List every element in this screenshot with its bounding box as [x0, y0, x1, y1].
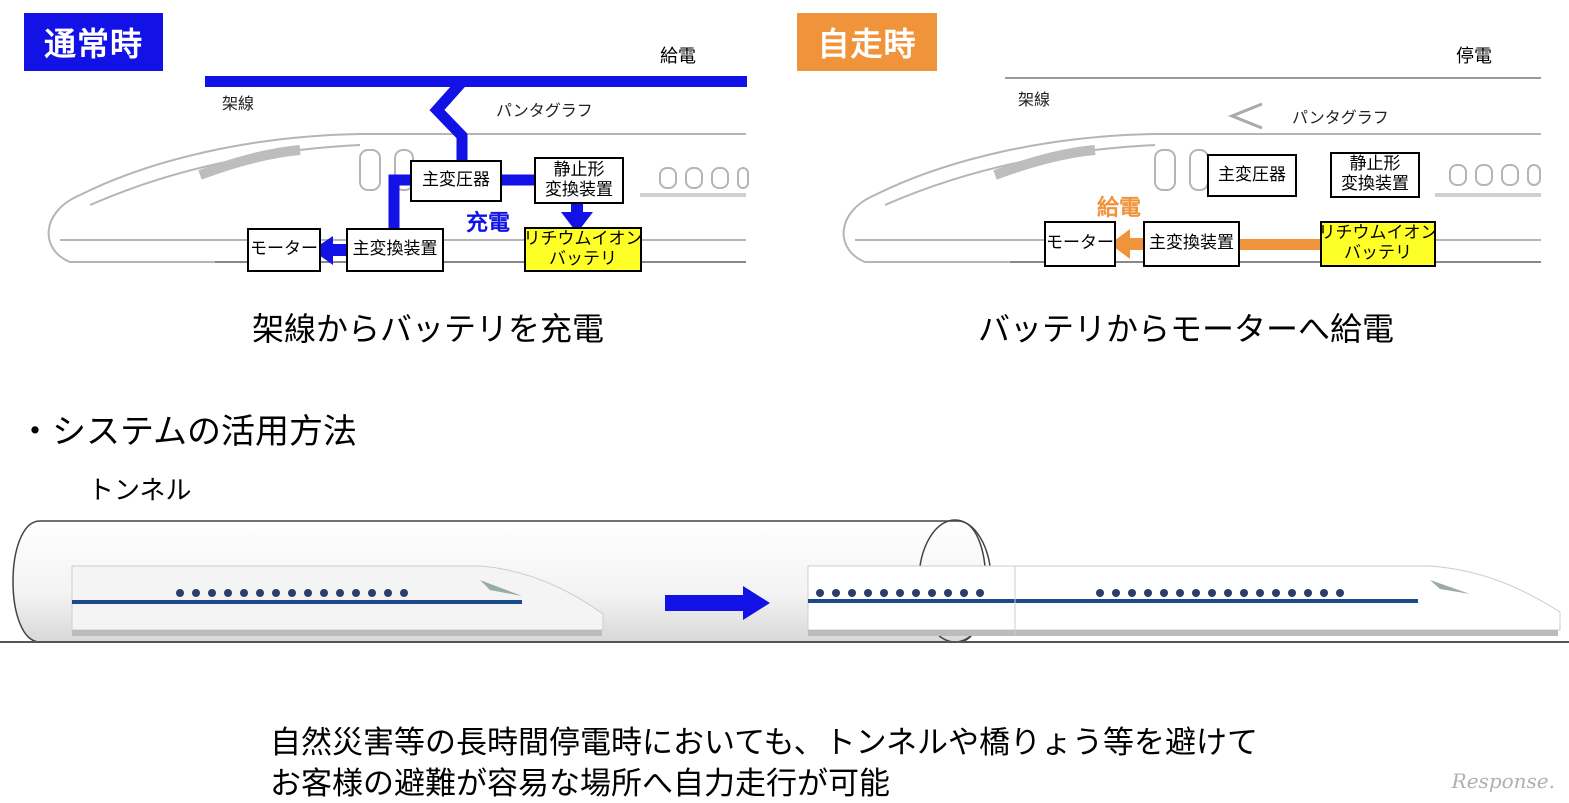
normal-battery-line1: リチウムイオン — [523, 228, 643, 249]
normal-motor-text: モーター — [250, 239, 318, 260]
normal-charge-label: 充電 — [466, 211, 511, 236]
self-caption: バッテリからモーターへ給電 — [978, 310, 1395, 348]
self-motor-text: モーター — [1046, 233, 1114, 254]
self-pantograph-folded — [1227, 102, 1263, 130]
self-battery-box: リチウムイオン バッテリ — [1318, 221, 1438, 267]
self-main-converter-text: 主変換装置 — [1149, 233, 1234, 254]
self-static-converter-box: 静止形 変換装置 — [1330, 152, 1420, 198]
normal-transformer-box: 主変圧器 — [410, 160, 502, 202]
self-motor-arrow — [1110, 229, 1145, 259]
self-transformer-text: 主変圧器 — [1218, 164, 1286, 185]
normal-main-converter-text: 主変換装置 — [352, 239, 438, 260]
normal-pantograph-label: パンタグラフ — [496, 101, 593, 120]
normal-static-converter-box: 静止形 変換装置 — [534, 157, 624, 204]
tunnel-label: トンネル — [88, 476, 192, 506]
normal-transformer-to-converter-line — [388, 174, 410, 232]
normal-mode-tag: 通常時 — [24, 13, 163, 71]
self-overhead-wire-label: 架線 — [1018, 90, 1051, 109]
self-supply-label: 給電 — [1097, 196, 1142, 221]
train-outside-tunnel — [807, 565, 1561, 636]
normal-static-converter-line1: 静止形 — [553, 159, 605, 180]
self-train-nose-stripe — [993, 145, 1096, 180]
normal-static-converter-line2: 変換装置 — [545, 179, 613, 200]
normal-battery-box: リチウムイオン バッテリ — [523, 227, 643, 272]
self-mode-tag: 自走時 — [797, 13, 937, 71]
self-power-status: 停電 — [1456, 46, 1492, 67]
response-watermark-logo: Response. — [1451, 769, 1555, 793]
self-pantograph-label: パンタグラフ — [1292, 108, 1389, 127]
normal-motor-box: モーター — [247, 228, 321, 272]
self-transformer-box: 主変圧器 — [1207, 154, 1297, 197]
normal-power-status: 給電 — [660, 46, 696, 67]
normal-train-nose-stripe — [198, 145, 301, 180]
self-main-converter-box: 主変換装置 — [1143, 221, 1240, 267]
movement-arrow — [665, 586, 770, 620]
train-in-tunnel — [71, 565, 604, 636]
self-static-converter-line1: 静止形 — [1349, 154, 1401, 175]
description-line-1: 自然災害等の長時間停電時においても、トンネルや橋りょう等を避けて — [270, 725, 1258, 761]
normal-motor-arrow — [312, 236, 348, 265]
self-battery-line2: バッテリ — [1344, 243, 1412, 263]
normal-caption: 架線からバッテリを充電 — [252, 310, 605, 348]
normal-overhead-wire — [205, 76, 747, 87]
normal-transformer-text: 主変圧器 — [422, 170, 490, 191]
usage-heading: ・システムの活用方法 — [18, 412, 357, 452]
self-battery-line1: リチウムイオン — [1318, 223, 1438, 244]
self-motor-box: モーター — [1044, 221, 1116, 267]
self-battery-feed-line — [1240, 239, 1322, 250]
normal-battery-line2: バッテリ — [549, 248, 617, 269]
self-static-converter-line2: 変換装置 — [1341, 174, 1409, 194]
description-line-2: お客様の避難が容易な場所へ自力走行が可能 — [270, 766, 890, 802]
normal-main-converter-box: 主変換装置 — [346, 228, 444, 272]
normal-overhead-wire-label: 架線 — [222, 94, 255, 113]
normal-pantograph-feed — [429, 78, 468, 160]
